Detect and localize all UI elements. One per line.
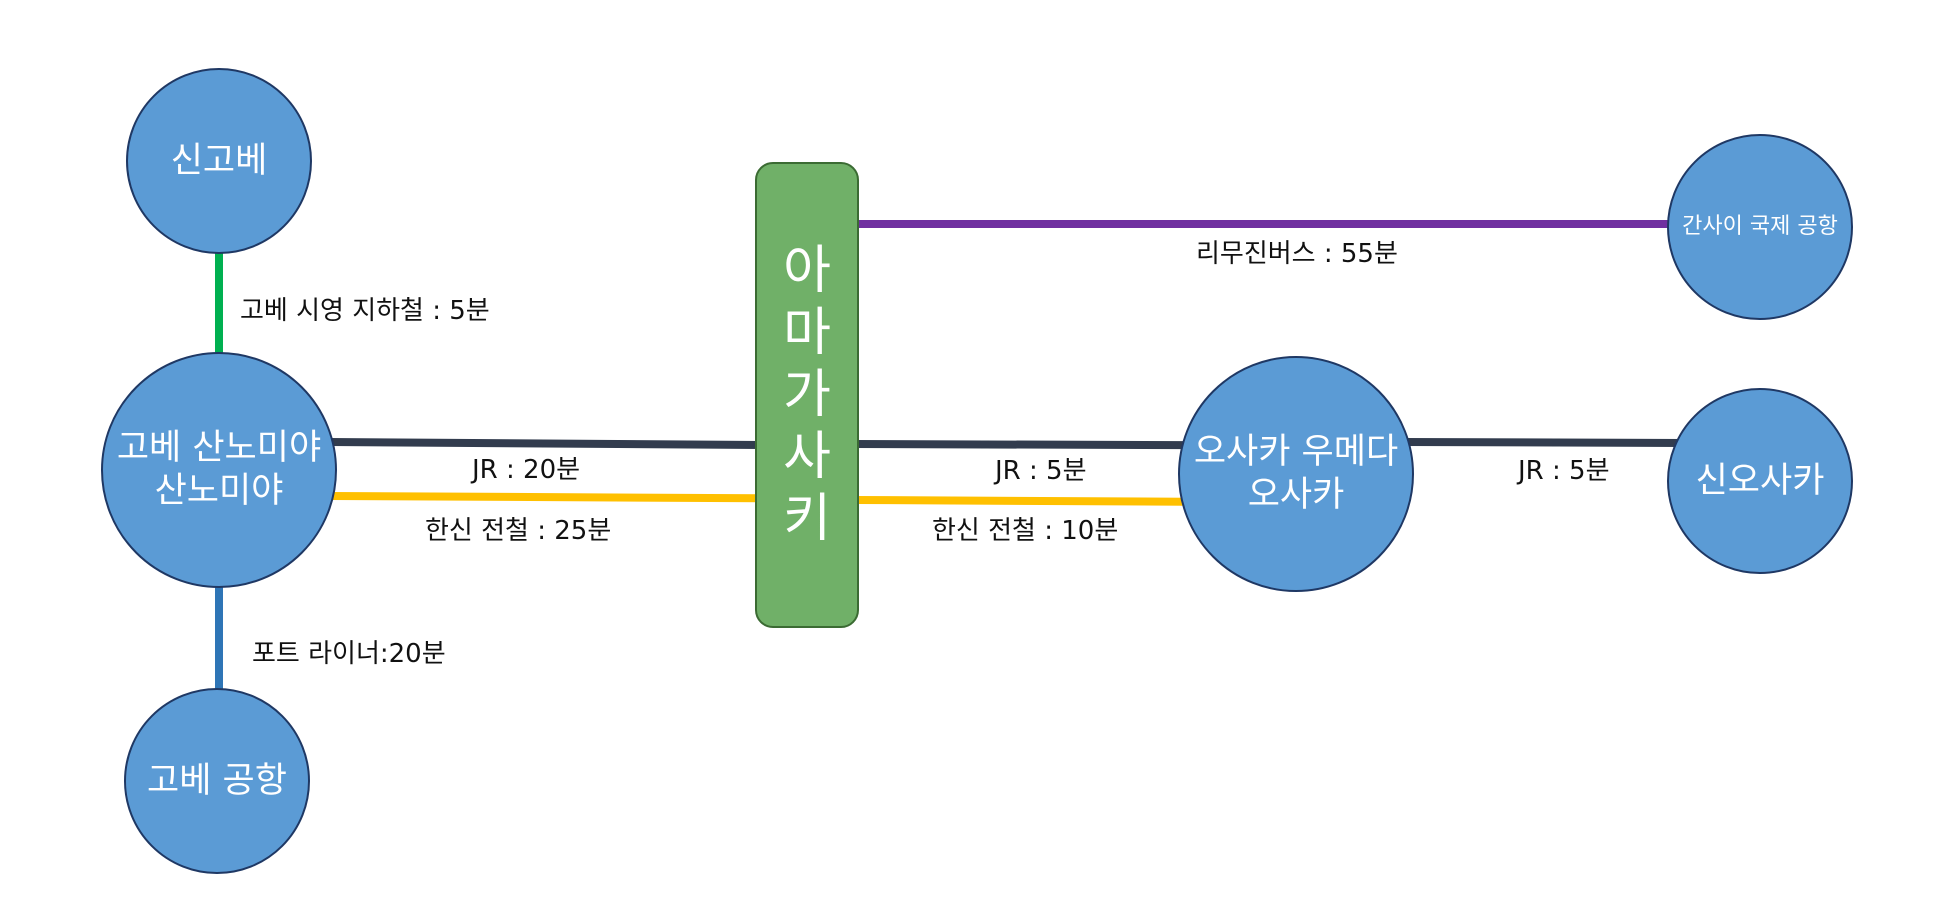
limousine-route-label: 리무진버스 : 55분	[1196, 239, 1398, 269]
hanshin-line-umeda	[854, 496, 1186, 506]
subway-route-label: 고베 시영 지하철 : 5분	[240, 296, 490, 326]
hub-amagasaki[interactable]: 아 마 가 사 키	[755, 162, 859, 628]
jr-line-umeda	[854, 440, 1186, 450]
hanshin-umeda-route-label: 한신 전철 : 10분	[932, 516, 1119, 546]
jr-umeda-route-label: JR : 5분	[995, 456, 1087, 486]
jr-shin-osaka-route-label: JR : 5분	[1518, 456, 1610, 486]
hanshin-sannomiya-route-label: 한신 전철 : 25분	[425, 516, 612, 546]
limousine-bus-line	[855, 220, 1670, 228]
hanshin-line-sannomiya	[329, 492, 761, 503]
station-kansai-airport[interactable]: 간사이 국제 공항	[1667, 134, 1853, 320]
station-sannomiya[interactable]: 고베 산노미야 산노미야	[101, 352, 337, 588]
station-name: 신고베	[170, 140, 268, 181]
port-liner-line	[215, 582, 223, 692]
station-shin-osaka[interactable]: 신오사카	[1667, 388, 1853, 574]
station-name-line2: 산노미야	[154, 471, 284, 511]
hub-char: 가	[783, 365, 831, 425]
hub-char: 사	[783, 427, 831, 487]
jr-line-sannomiya	[329, 438, 761, 450]
station-name: 간사이 국제 공항	[1682, 213, 1838, 239]
station-name-line1: 고베 산노미야	[116, 428, 322, 469]
station-name-line2: 오사카	[1247, 475, 1345, 515]
hub-char: 키	[783, 489, 831, 549]
station-name-line1: 오사카 우메다	[1193, 432, 1399, 473]
subway-line	[215, 250, 223, 360]
station-name: 신오사카	[1695, 460, 1825, 501]
hub-char: 아	[783, 241, 831, 301]
station-name: 고베 공항	[147, 760, 287, 801]
station-kobe-airport[interactable]: 고베 공항	[124, 688, 310, 874]
hub-char: 마	[783, 303, 831, 363]
station-shin-kobe[interactable]: 신고베	[126, 68, 312, 254]
jr-sannomiya-route-label: JR : 20분	[472, 455, 581, 485]
jr-line-shin-osaka	[1404, 438, 1686, 447]
station-osaka-umeda[interactable]: 오사카 우메다 오사카	[1178, 356, 1414, 592]
port-liner-route-label: 포트 라이너:20분	[252, 639, 446, 669]
